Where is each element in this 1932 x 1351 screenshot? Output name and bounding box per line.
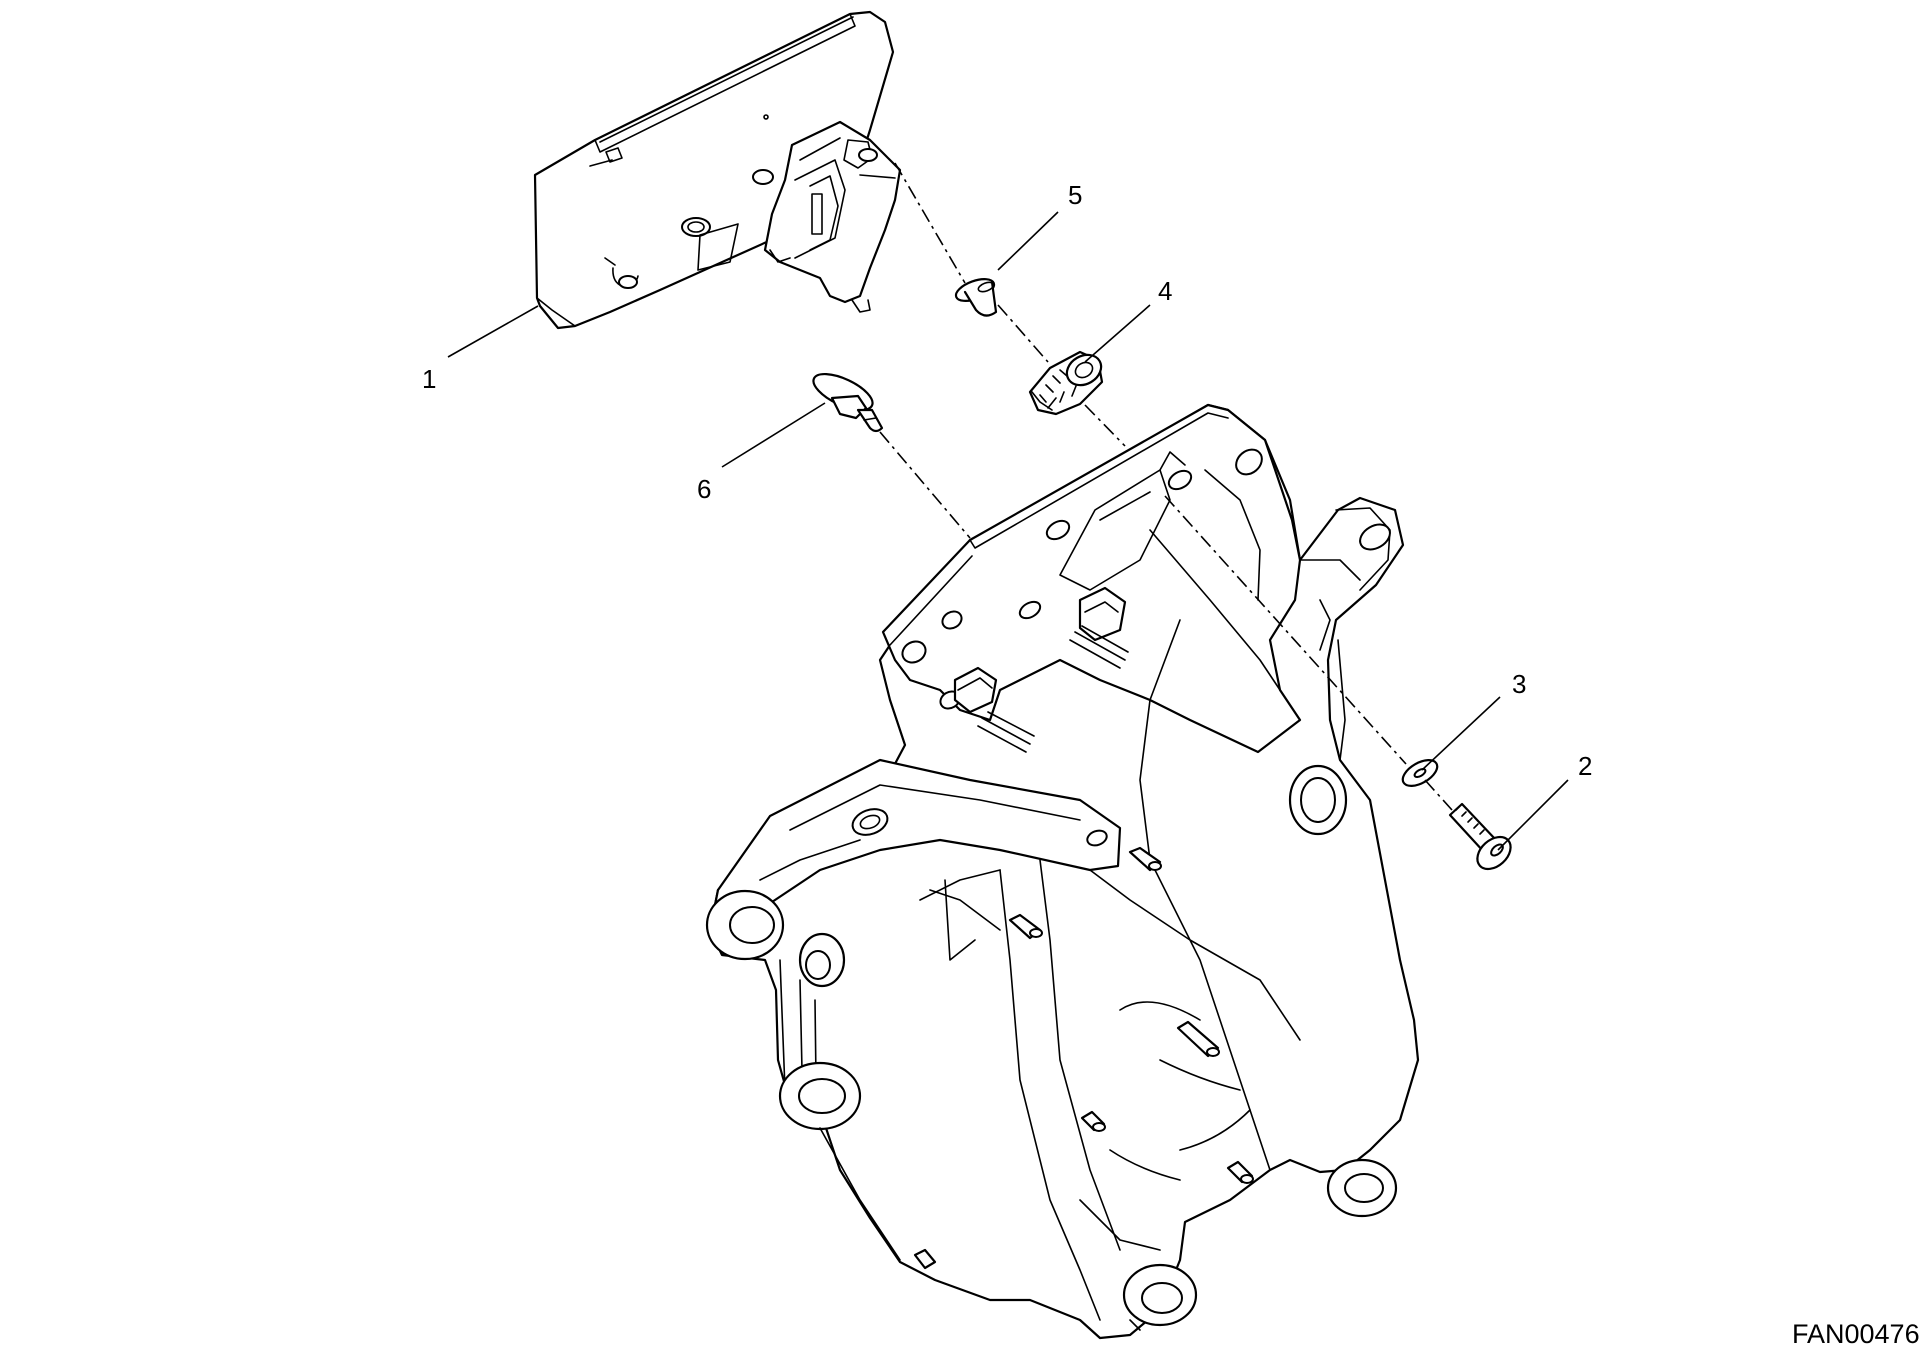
callout-leaders (447, 211, 1569, 851)
callout-5: 5 (1068, 180, 1082, 210)
leader-3 (1421, 696, 1501, 771)
instrument-panel-part (533, 10, 895, 330)
assembly-axis-lines (879, 162, 1453, 811)
callout-1: 1 (422, 364, 436, 394)
panel-connector (763, 120, 902, 313)
washer-part (1401, 759, 1439, 787)
leader-5 (997, 211, 1059, 271)
callout-2: 2 (1578, 751, 1592, 781)
flanged-bushing-part (954, 278, 998, 317)
callout-labels: 1 2 3 4 5 6 (422, 180, 1592, 781)
callout-3: 3 (1512, 669, 1526, 699)
instrument-bracket-frame (705, 403, 1420, 1340)
screw-part (1448, 802, 1512, 871)
leader-6 (721, 402, 826, 468)
callout-6: 6 (697, 474, 711, 504)
leader-2 (1497, 779, 1569, 851)
leader-4 (1084, 304, 1151, 363)
callout-4: 4 (1158, 276, 1172, 306)
drawing-code: FAN00476 (1792, 1319, 1920, 1349)
leader-1 (447, 305, 539, 358)
rubber-mount-pin-part (812, 372, 884, 433)
rubber-grommet-part (1028, 350, 1104, 416)
